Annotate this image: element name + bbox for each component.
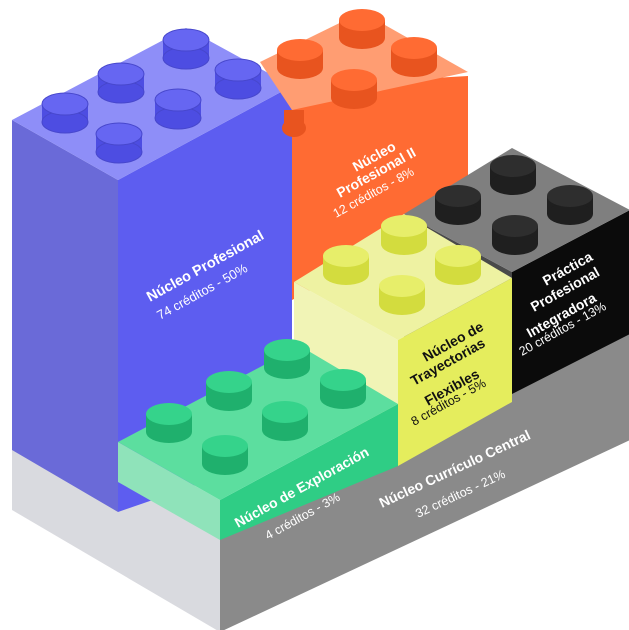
block-practica: Práctica Profesional Integradora 20 créd… — [404, 148, 629, 394]
stud — [214, 58, 262, 100]
stud — [282, 110, 306, 137]
stud — [41, 92, 89, 134]
block-profesional-studs — [41, 28, 262, 164]
stud — [492, 215, 538, 255]
stud — [264, 339, 310, 379]
stud — [490, 155, 536, 195]
block-trayectorias-studs — [323, 215, 481, 315]
stud — [95, 122, 143, 164]
stud — [97, 62, 145, 104]
stud — [435, 245, 481, 285]
stud — [162, 28, 210, 70]
stud — [146, 403, 192, 443]
stud — [277, 39, 323, 79]
stud — [379, 275, 425, 315]
block-practica-front-face — [512, 210, 629, 394]
stud — [320, 369, 366, 409]
stud — [547, 185, 593, 225]
block-profesional-left-face — [12, 120, 118, 512]
stud — [323, 245, 369, 285]
block-profesional2-top-face — [260, 12, 468, 110]
block-profesional2-studs — [277, 9, 437, 137]
block-exploracion-studs — [146, 339, 366, 475]
stud — [435, 185, 481, 225]
stud — [262, 401, 308, 441]
stud — [331, 69, 377, 109]
block-trayectorias-front-face — [398, 278, 512, 466]
block-exploracion-front-face — [220, 404, 398, 540]
block-exploracion: Núcleo de Exploración 4 créditos - 3% — [118, 339, 398, 543]
block-exploracion-left-face — [118, 442, 220, 540]
stud — [391, 37, 437, 77]
stud — [206, 371, 252, 411]
stud — [339, 9, 385, 49]
stud — [381, 215, 427, 255]
block-profesional2-front-face — [292, 76, 468, 300]
block-practica-studs — [435, 155, 593, 255]
block-practica-top-face — [404, 148, 629, 272]
block-profesional2: Núcleo Profesional II 12 créditos - 8% — [260, 9, 468, 300]
stud — [154, 88, 202, 130]
stud — [202, 435, 248, 475]
